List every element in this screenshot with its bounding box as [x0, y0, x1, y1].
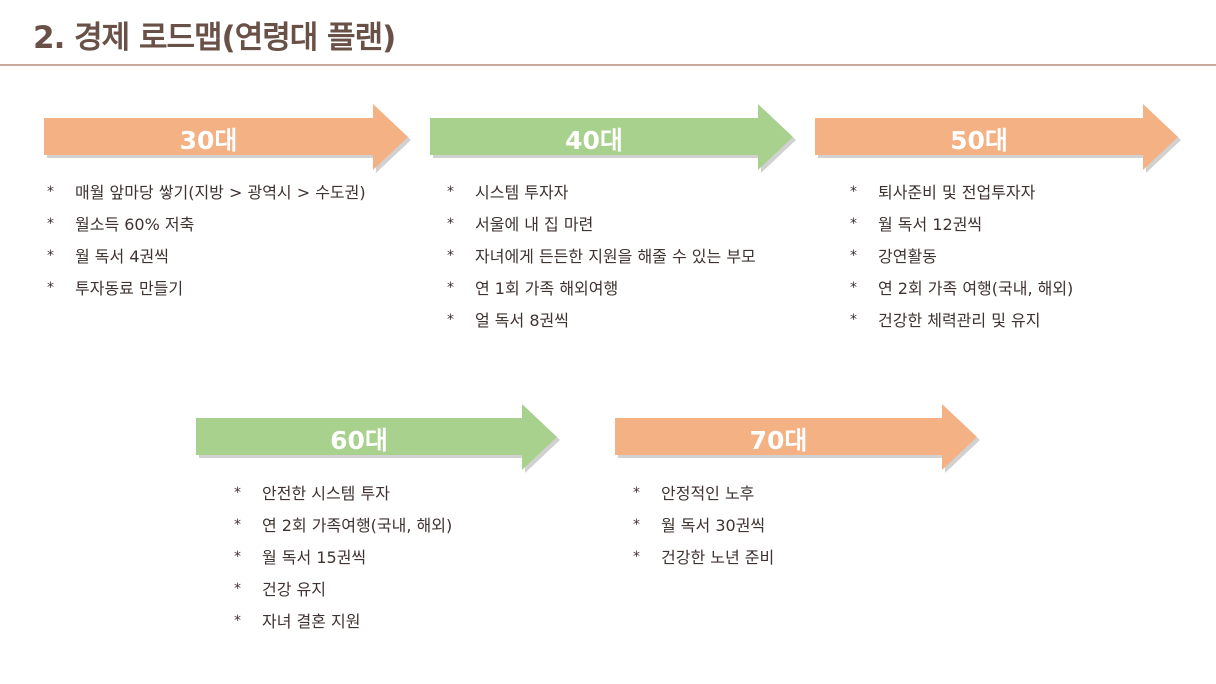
list-item: * 안전한 시스템 투자	[234, 484, 452, 516]
bullet-icon: *	[633, 517, 640, 533]
list-item: * 월소득 60% 저축	[47, 215, 366, 247]
list-item: * 매월 앞마당 쌓기(지방 > 광역시 > 수도권)	[47, 183, 366, 215]
stage-items: * 안정적인 노후 * 월 독서 30권씩 * 건강한 노년 준비	[633, 484, 774, 580]
item-text: 안전한 시스템 투자	[262, 484, 390, 503]
bullet-icon: *	[234, 485, 241, 501]
item-text: 얼 독서 8권씩	[475, 311, 569, 330]
bullet-icon: *	[633, 485, 640, 501]
item-text: 투자동료 만들기	[75, 279, 184, 298]
list-item: * 월 독서 30권씩	[633, 516, 774, 548]
stage-label: 70대	[749, 426, 808, 455]
item-text: 연 1회 가족 해외여행	[475, 279, 619, 298]
bullet-icon: *	[850, 216, 857, 232]
item-text: 월 독서 30권씩	[661, 516, 766, 535]
bullet-icon: *	[447, 312, 454, 328]
list-item: * 투자동료 만들기	[47, 279, 366, 311]
list-item: * 연 1회 가족 해외여행	[447, 279, 756, 311]
list-item: * 서울에 내 집 마련	[447, 215, 756, 247]
item-text: 건강한 체력관리 및 유지	[878, 311, 1041, 330]
item-text: 자녀 결혼 지원	[262, 612, 361, 631]
bullet-icon: *	[234, 581, 241, 597]
bullet-icon: *	[234, 517, 241, 533]
bullet-icon: *	[447, 216, 454, 232]
list-item: * 건강 유지	[234, 580, 452, 612]
bullet-icon: *	[850, 248, 857, 264]
bullet-icon: *	[447, 184, 454, 200]
item-text: 월소득 60% 저축	[75, 215, 195, 234]
stage-label: 50대	[950, 126, 1008, 155]
bullet-icon: *	[850, 184, 857, 200]
list-item: * 자녀에게 든든한 지원을 해줄 수 있는 부모	[447, 247, 756, 279]
list-item: * 얼 독서 8권씩	[447, 311, 756, 343]
list-item: * 퇴사준비 및 전업투자자	[850, 183, 1073, 215]
bullet-icon: *	[850, 280, 857, 296]
bullet-icon: *	[47, 248, 54, 264]
bullet-icon: *	[234, 613, 241, 629]
stage-label: 40대	[565, 126, 623, 155]
arrow-icon	[196, 404, 560, 473]
stage-label: 30대	[179, 126, 238, 155]
item-text: 매월 앞마당 쌓기(지방 > 광역시 > 수도권)	[75, 183, 366, 202]
arrow-icon	[430, 104, 796, 173]
item-text: 월 독서 4권씩	[75, 247, 169, 266]
stage-items: * 매월 앞마당 쌓기(지방 > 광역시 > 수도권) * 월소득 60% 저축 * 월 …	[47, 183, 366, 311]
item-text: 시스템 투자자	[475, 183, 569, 202]
item-text: 서울에 내 집 마련	[475, 215, 594, 234]
item-text: 안정적인 노후	[661, 484, 755, 503]
stage-label: 60대	[330, 426, 388, 455]
item-text: 연 2회 가족 여행(국내, 해외)	[878, 279, 1074, 298]
list-item: * 월 독서 12권씩	[850, 215, 1073, 247]
list-item: * 강연활동	[850, 247, 1073, 279]
arrow-icon	[615, 404, 980, 473]
bullet-icon: *	[633, 549, 640, 565]
list-item: * 건강한 노년 준비	[633, 548, 774, 580]
stage-items: * 퇴사준비 및 전업투자자 * 월 독서 12권씩 * 강연활동 * 연 2회 가족 여행(…	[850, 183, 1073, 343]
item-text: 자녀에게 든든한 지원을 해줄 수 있는 부모	[475, 247, 756, 266]
bullet-icon: *	[234, 549, 241, 565]
stage-items: *안전한 시스템 투자*연 2회 가족여행(국내, 해외)*월 독서 15권씩*…	[234, 484, 452, 644]
list-item: * 자녀 결혼 지원	[234, 612, 452, 644]
bullet-icon: *	[447, 248, 454, 264]
list-item: * 건강한 체력관리 및 유지	[850, 311, 1073, 343]
bullet-icon: *	[447, 280, 454, 296]
item-text: 연 2회 가족여행(국내, 해외)	[262, 516, 453, 535]
item-text: 퇴사준비 및 전업투자자	[878, 183, 1036, 202]
list-item: * 월 독서 15권씩	[234, 548, 452, 580]
bullet-icon: *	[47, 280, 54, 296]
item-text: 건강한 노년 준비	[661, 548, 775, 567]
title-divider	[0, 64, 1216, 66]
list-item: * 월 독서 4권씩	[47, 247, 366, 279]
list-item: * 시스템 투자자	[447, 183, 756, 215]
item-text: 월 독서 15권씩	[262, 548, 367, 567]
item-text: 건강 유지	[262, 580, 326, 599]
bullet-icon: *	[47, 216, 54, 232]
stage-items: * 시스템 투자자 * 서울에 내 집 마련 * 자녀에게 든든한 지원을 해줄 수 있는…	[447, 183, 756, 343]
item-text: 강연활동	[878, 247, 937, 266]
page-title: 2. 경제 로드맵(연령대 플랜)	[33, 20, 396, 56]
list-item: * 연 2회 가족 여행(국내, 해외)	[850, 279, 1073, 311]
item-text: 월 독서 12권씩	[878, 215, 983, 234]
list-item: * 안정적인 노후	[633, 484, 774, 516]
arrow-icon	[815, 104, 1181, 173]
bullet-icon: *	[850, 312, 857, 328]
bullet-icon: *	[47, 184, 54, 200]
list-item: * 연 2회 가족여행(국내, 해외)	[234, 516, 452, 548]
arrow-icon	[44, 104, 411, 173]
